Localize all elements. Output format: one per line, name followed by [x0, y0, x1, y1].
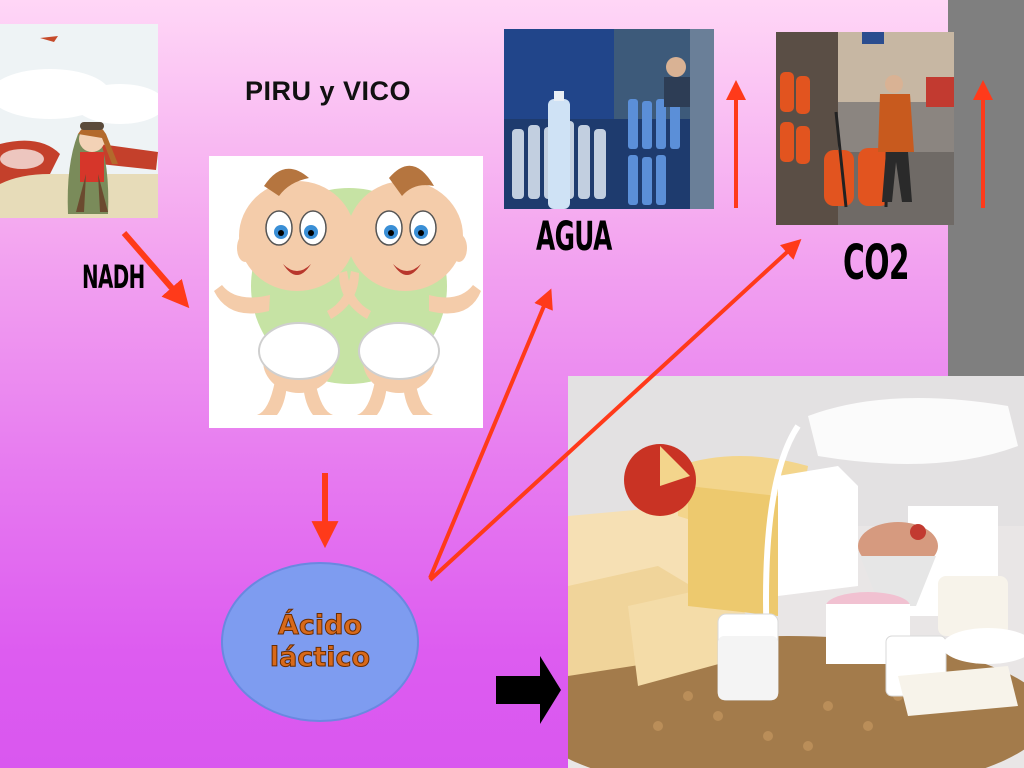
nadh-label: NADH: [82, 258, 145, 296]
co2-label: CO2: [843, 235, 910, 291]
water-bottles-image: [504, 29, 714, 209]
twins-image: [209, 156, 483, 428]
gas-cylinders-image: [776, 32, 954, 225]
lactic-acid-line1: Ácido: [277, 610, 363, 642]
title-text: PIRU y VICO: [245, 76, 412, 106]
lactic-acid-node: Ácido láctico: [221, 562, 419, 722]
pilot-image: [0, 24, 158, 218]
lactic-acid-line2: láctico: [269, 642, 371, 674]
arrow-lactic-to-co2: [428, 238, 802, 582]
dairy-products-image: [568, 376, 1024, 768]
agua-label: AGUA: [536, 214, 612, 260]
arrow-pilot-to-twins: [121, 231, 190, 309]
block-arrow: [496, 656, 561, 724]
arrow-lactic-to-agua: [428, 288, 553, 579]
